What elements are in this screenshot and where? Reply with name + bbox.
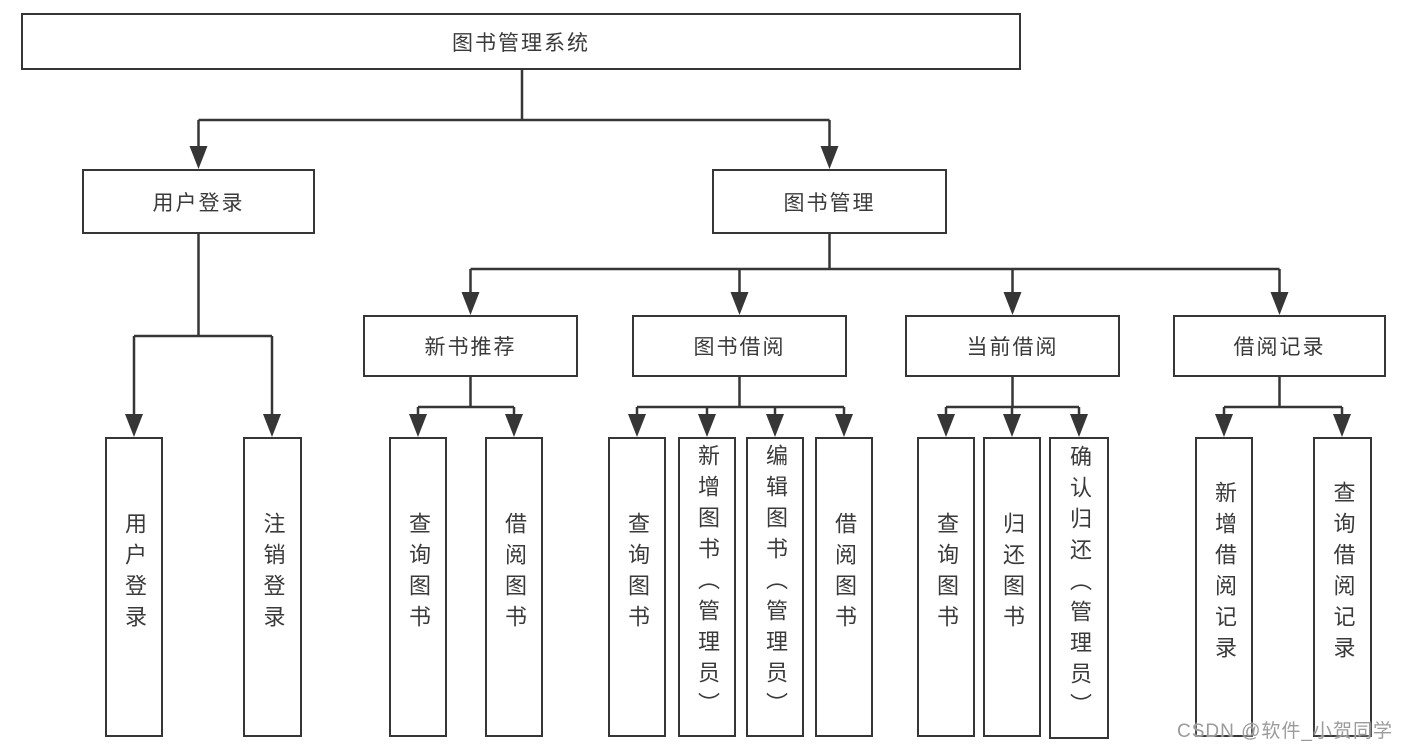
connector-book-borrow-children <box>628 377 853 437</box>
leaf-borrow-books-newbook-label: 借阅图书 <box>502 512 527 636</box>
leaf-add-borrow-record-label: 新增借阅记录 <box>1212 481 1237 667</box>
arrow-down-icon <box>1215 414 1233 437</box>
node-book-management-label: 图书管理 <box>783 191 876 215</box>
leaf-query-borrow-record-label: 查询借阅记录 <box>1330 481 1356 667</box>
arrow-down-icon <box>1003 292 1022 315</box>
node-root: 图书管理系统 <box>21 13 1021 70</box>
node-book-management: 图书管理 <box>712 169 947 234</box>
node-book-borrow: 图书借阅 <box>632 315 847 377</box>
node-book-borrow-label: 图书借阅 <box>693 336 786 359</box>
arrow-down-icon <box>125 414 143 437</box>
node-current-borrow-label: 当前借阅 <box>966 336 1059 359</box>
arrow-down-icon <box>730 292 749 315</box>
leaf-add-borrow-record: 新增借阅记录 <box>1195 437 1253 737</box>
arrow-down-icon <box>461 292 480 315</box>
node-borrow-record-label: 借阅记录 <box>1233 336 1326 359</box>
leaf-borrow-books-label: 借阅图书 <box>832 512 857 636</box>
node-current-borrow: 当前借阅 <box>905 315 1120 377</box>
node-root-label: 图书管理系统 <box>452 31 590 55</box>
node-new-book-recommend: 新书推荐 <box>363 315 578 377</box>
node-new-book-recommend-label: 新书推荐 <box>424 336 517 359</box>
arrow-down-icon <box>1270 292 1289 315</box>
arrow-down-icon <box>937 414 955 437</box>
leaf-confirm-return-admin-label: 确认归还（管理员） <box>1067 444 1092 724</box>
leaf-return-book: 归还图书 <box>983 437 1041 737</box>
arrow-down-icon <box>505 414 523 437</box>
leaf-query-books-current: 查询图书 <box>917 437 975 737</box>
leaf-query-books-borrow-label: 查询图书 <box>625 512 650 636</box>
arrow-down-icon <box>628 414 646 437</box>
arrow-down-icon <box>1333 414 1351 437</box>
leaf-query-borrow-record: 查询借阅记录 <box>1313 437 1372 737</box>
leaf-add-book-admin: 新增图书（管理员） <box>678 437 736 737</box>
csdn-watermark: CSDN @软件_小贺同学 <box>1177 721 1393 742</box>
arrow-down-icon <box>766 414 784 437</box>
leaf-logout-label: 注销登录 <box>260 512 286 636</box>
node-borrow-record: 借阅记录 <box>1173 315 1386 377</box>
arrow-down-icon <box>835 414 853 437</box>
connector-root-to-level1 <box>189 70 839 169</box>
arrow-down-icon <box>820 146 839 169</box>
leaf-user-login-label: 用户登录 <box>122 512 147 636</box>
connector-user-login-children <box>125 234 281 437</box>
leaf-add-book-admin-label: 新增图书（管理员） <box>695 443 720 723</box>
leaf-query-books-borrow: 查询图书 <box>608 437 666 737</box>
connector-book-management-children <box>461 234 1289 315</box>
leaf-return-book-label: 归还图书 <box>1000 512 1025 636</box>
arrow-down-icon <box>409 414 427 437</box>
arrow-down-icon <box>189 146 208 169</box>
node-user-login: 用户登录 <box>82 169 315 234</box>
connector-borrow-record-children <box>1215 377 1351 437</box>
leaf-borrow-books-newbook: 借阅图书 <box>485 437 543 737</box>
arrow-down-icon <box>1070 414 1088 437</box>
connector-current-borrow-children <box>937 377 1088 437</box>
leaf-query-books-current-label: 查询图书 <box>934 512 959 636</box>
leaf-edit-book-admin-label: 编辑图书（管理员） <box>763 443 788 723</box>
arrow-down-icon <box>698 414 716 437</box>
leaf-borrow-books: 借阅图书 <box>815 437 873 737</box>
leaf-logout: 注销登录 <box>243 437 302 737</box>
connector-new-book-children <box>409 377 523 437</box>
leaf-confirm-return-admin: 确认归还（管理员） <box>1049 437 1109 739</box>
arrow-down-icon <box>263 414 281 437</box>
arrow-down-icon <box>1003 414 1021 437</box>
leaf-user-login: 用户登录 <box>105 437 163 737</box>
leaf-edit-book-admin: 编辑图书（管理员） <box>746 437 804 737</box>
leaf-query-books-newbook: 查询图书 <box>389 437 447 737</box>
leaf-query-books-newbook-label: 查询图书 <box>406 512 431 636</box>
node-user-login-label: 用户登录 <box>152 191 245 215</box>
